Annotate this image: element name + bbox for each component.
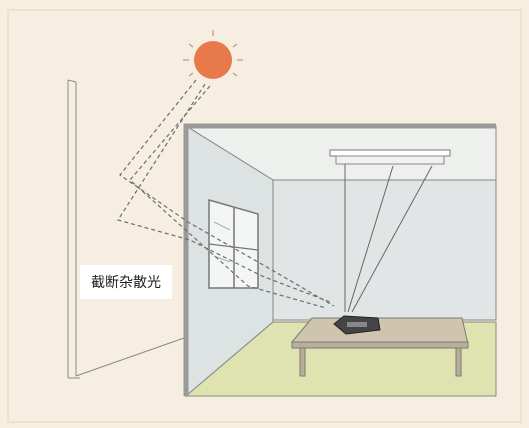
stray-light-label: 截断杂散光: [80, 265, 172, 299]
back-wall: [272, 179, 497, 321]
window-icon: [208, 199, 259, 289]
outer-wall: [67, 79, 185, 379]
sun-icon: [183, 30, 243, 79]
stray-light-paths: [117, 79, 335, 309]
room-frame: [183, 123, 496, 396]
device-icon: [333, 315, 381, 335]
lamp-rays: [344, 164, 433, 313]
fluorescent-lamp-icon: [329, 149, 451, 165]
